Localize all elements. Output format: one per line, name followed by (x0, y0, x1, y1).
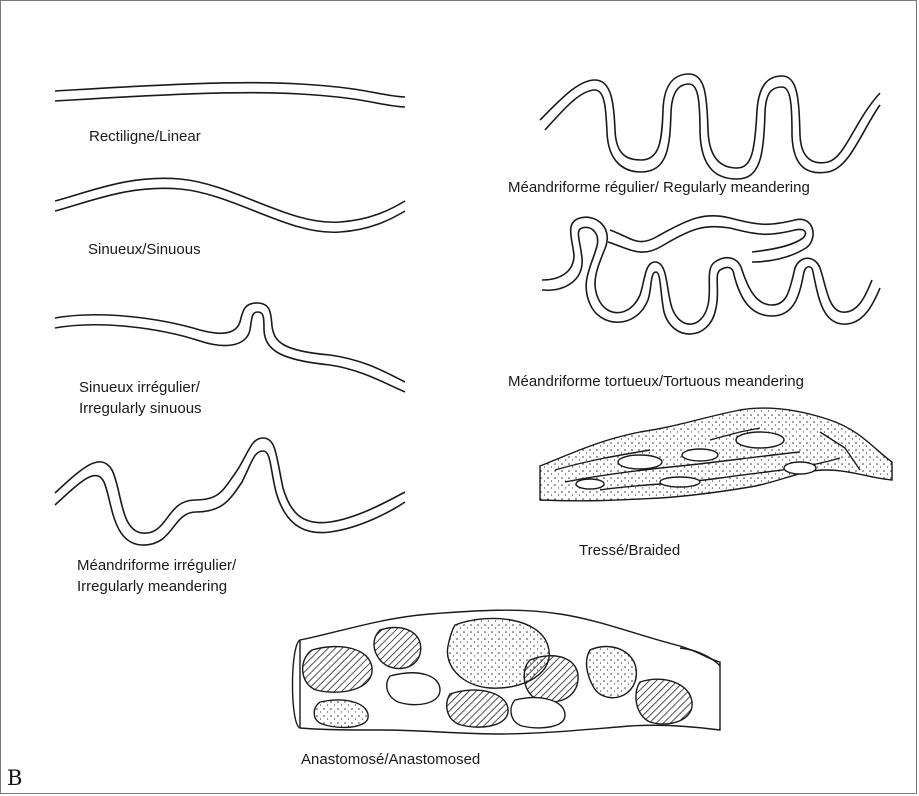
panel-letter: B (7, 766, 22, 790)
regularly-meandering-channel (540, 74, 880, 179)
braided-channel (540, 408, 892, 501)
linear-channel (55, 83, 405, 107)
label-sinuous: Sinueux/Sinuous (88, 240, 201, 259)
label-braided: Tressé/Braided (579, 541, 680, 560)
anastomosed-channel (293, 610, 721, 734)
label-regularly-meandering: Méandriforme régulier/ Regularly meander… (508, 178, 810, 197)
label-irregularly-sinuous-line2: Irregularly sinuous (79, 399, 202, 418)
label-tortuous-meandering: Méandriforme tortueux/Tortuous meanderin… (508, 372, 804, 391)
tortuous-meandering-channel (542, 216, 880, 334)
label-anastomosed: Anastomosé/Anastomosed (301, 750, 480, 769)
label-irregularly-sinuous-line1: Sinueux irrégulier/ (79, 378, 200, 397)
sinuous-channel (55, 178, 405, 232)
label-linear: Rectiligne/Linear (89, 127, 201, 146)
label-irregularly-meandering-line1: Méandriforme irrégulier/ (77, 556, 236, 575)
label-irregularly-meandering-line2: Irregularly meandering (77, 577, 227, 596)
irregularly-meandering-channel (55, 438, 405, 545)
